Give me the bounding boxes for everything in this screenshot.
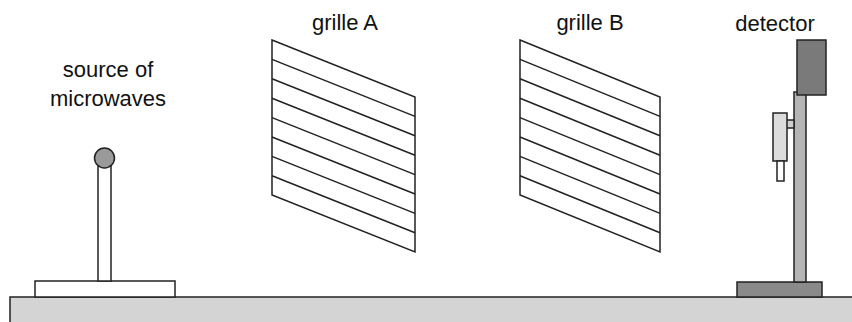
grille-a <box>272 40 415 252</box>
bench <box>10 297 852 322</box>
grille-label: grille B <box>510 8 670 37</box>
detector <box>737 40 826 297</box>
detector-label: detector <box>715 9 835 38</box>
grille-wire <box>520 176 660 233</box>
grille-label: grille A <box>265 8 425 37</box>
source-label: source of microwaves <box>28 55 188 113</box>
grille-b <box>520 40 660 252</box>
microwave-source <box>35 148 175 297</box>
grille-wire <box>272 176 415 233</box>
